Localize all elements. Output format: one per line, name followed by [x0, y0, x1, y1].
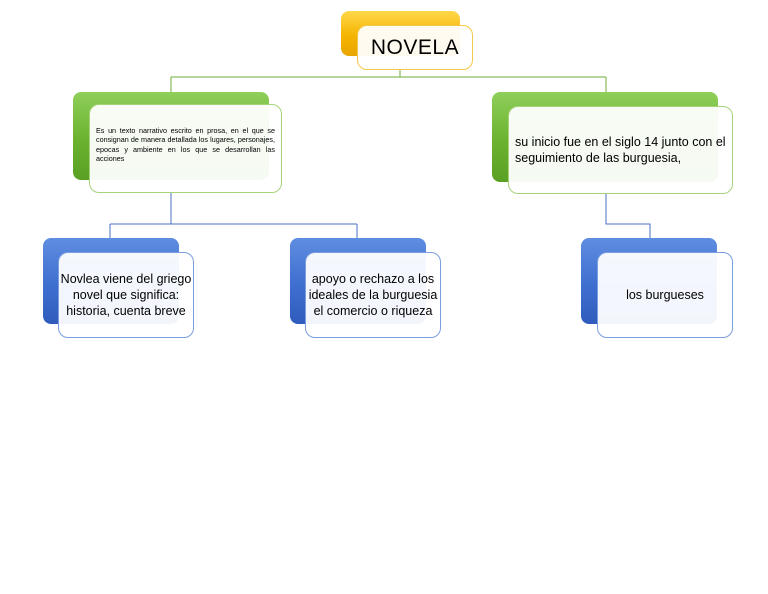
definition-text: Es un texto narrativo escrito en prosa, …	[96, 125, 275, 164]
etymology-node: Novlea viene del griego novel que signif…	[58, 252, 194, 338]
origin-node: su inicio fue en el siglo 14 junto con e…	[508, 106, 733, 194]
definition-node: Es un texto narrativo escrito en prosa, …	[89, 104, 282, 193]
bourgeois-text: los burgueses	[626, 288, 704, 302]
connector-origin-child	[605, 194, 651, 238]
ideals-node: apoyo o rechazo a los ideales de la burg…	[305, 252, 441, 338]
bourgeois-node: los burgueses	[597, 252, 733, 338]
etymology-text: Novlea viene del griego novel que signif…	[60, 272, 192, 318]
connector-title-branches	[170, 70, 607, 92]
title-node: NOVELA	[357, 25, 473, 70]
connector-definition-children	[109, 193, 358, 238]
ideals-text: apoyo o rechazo a los ideales de la burg…	[308, 272, 438, 318]
origin-text: su inicio fue en el siglo 14 junto con e…	[515, 135, 726, 165]
title-label: NOVELA	[370, 35, 460, 59]
